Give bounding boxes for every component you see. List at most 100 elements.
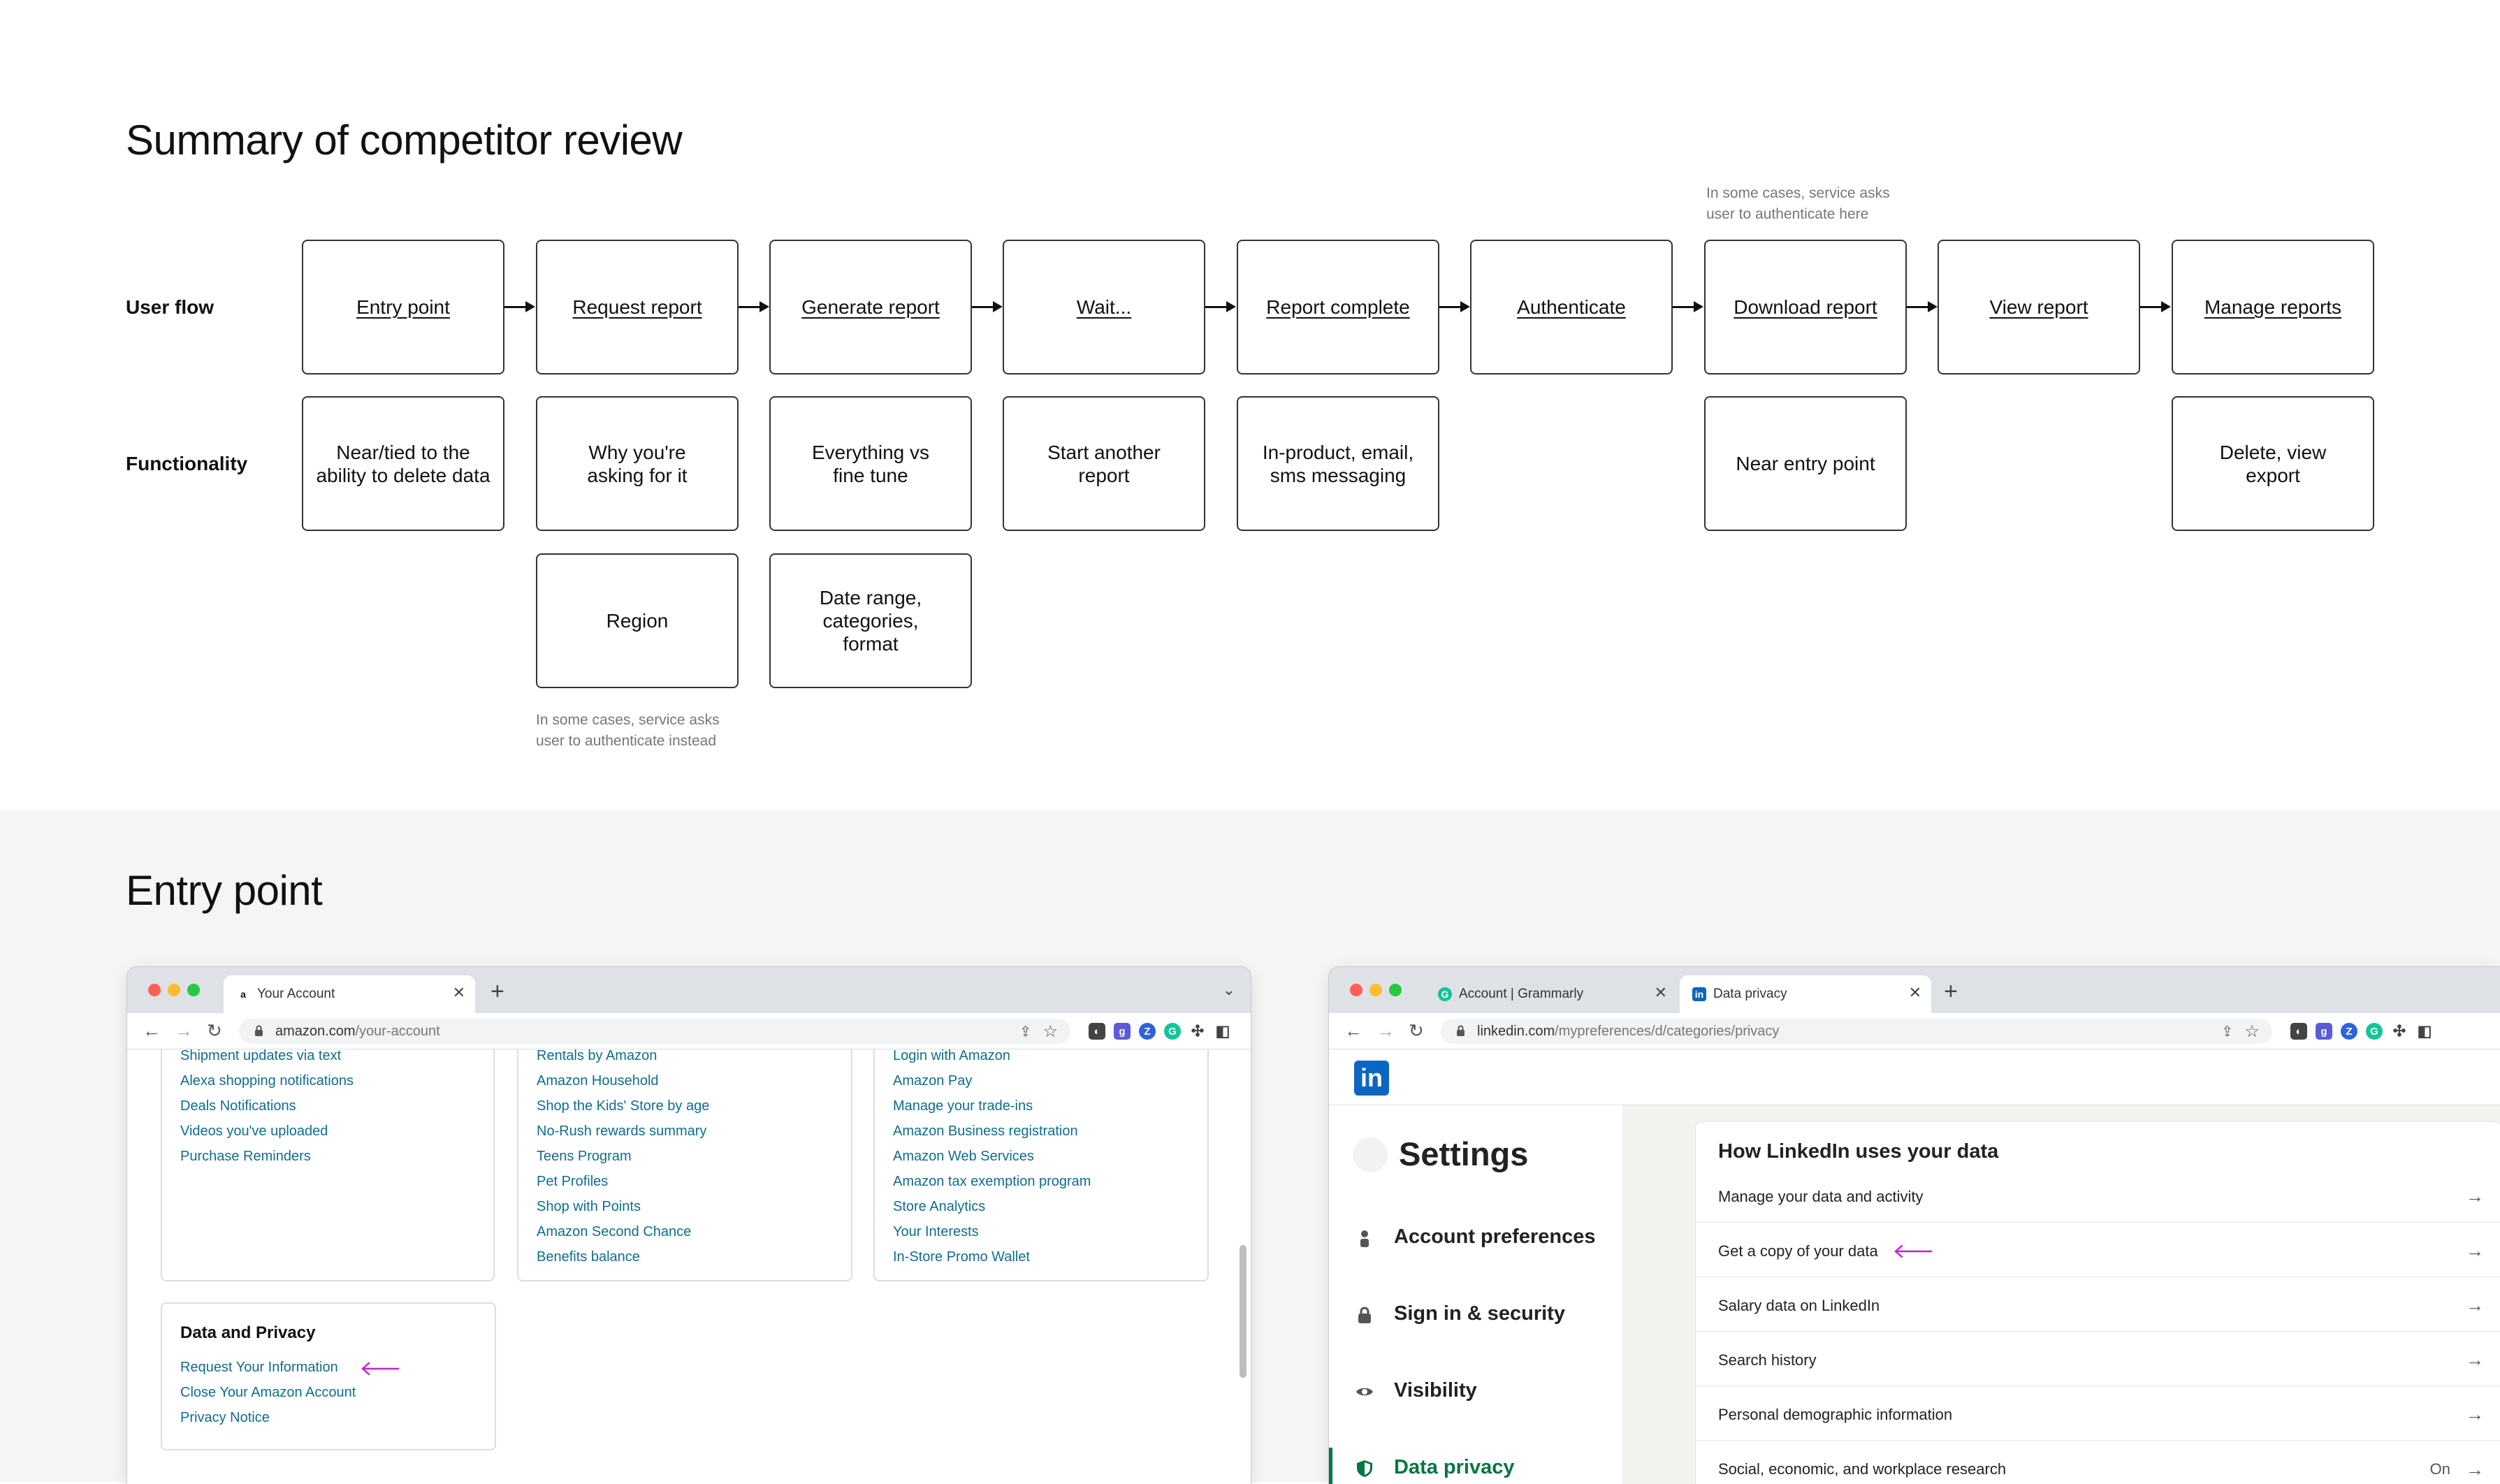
func-complete-messaging: In-product, email, sms messaging — [1237, 396, 1439, 531]
list-item-demographic-info[interactable]: Personal demographic information → — [1696, 1389, 2500, 1441]
account-link[interactable]: Amazon Household — [537, 1073, 659, 1089]
puzzle-extensions-icon[interactable]: ✣ — [2392, 1022, 2406, 1040]
account-link[interactable]: Manage your trade-ins — [893, 1098, 1033, 1114]
account-link[interactable]: Videos you've uploaded — [180, 1123, 328, 1139]
sidebar-panel-icon[interactable]: ◧ — [1215, 1022, 1230, 1040]
tab-data-privacy[interactable]: in Data privacy ✕ — [1680, 975, 1931, 1013]
new-tab-icon[interactable]: + — [490, 978, 504, 1005]
scrollbar-thumb[interactable] — [1240, 1245, 1247, 1378]
account-link[interactable]: Shipment updates via text — [180, 1049, 342, 1063]
close-tab-icon[interactable]: ✕ — [452, 984, 465, 1001]
grammarly-icon[interactable]: G — [2366, 1023, 2383, 1040]
close-window-dot[interactable] — [1350, 984, 1362, 996]
grammarly-icon[interactable]: G — [1164, 1023, 1181, 1040]
url-field[interactable]: amazon.com/your-account ⇪ ☆ — [239, 1019, 1070, 1044]
bookmark-star-icon[interactable]: ☆ — [2244, 1021, 2260, 1041]
extension-icon[interactable]: Z — [2341, 1023, 2357, 1040]
account-link[interactable]: Shop with Points — [537, 1199, 641, 1214]
back-arrow-icon[interactable]: ← — [1344, 1020, 1362, 1041]
bookmark-star-icon[interactable]: ☆ — [1042, 1021, 1058, 1041]
extension-icon[interactable]: g — [2316, 1023, 2332, 1040]
url-path: /your-account — [355, 1023, 440, 1039]
close-tab-icon[interactable]: ✕ — [1908, 984, 1921, 1001]
account-link[interactable]: Shop the Kids' Store by age — [537, 1098, 710, 1114]
list-item-get-copy-of-data[interactable]: Get a copy of your data → — [1696, 1225, 2500, 1277]
account-link[interactable]: Login with Amazon — [893, 1049, 1010, 1063]
maximize-window-dot[interactable] — [1389, 984, 1402, 996]
close-tab-icon[interactable]: ✕ — [1654, 984, 1667, 1001]
arrow-right-icon: → — [2466, 1186, 2484, 1207]
extension-icon[interactable]: g — [1114, 1023, 1131, 1040]
func-label: Date range, categories, format — [819, 587, 922, 655]
row-label-functionality: Functionality — [126, 453, 248, 474]
entry-point-section: Entry point a Your Account ✕ + ⌄ ← → ↻ a… — [0, 810, 2500, 1484]
request-your-information-link[interactable]: Request Your Information — [180, 1360, 338, 1375]
puzzle-extensions-icon[interactable]: ✣ — [1191, 1022, 1205, 1040]
account-link[interactable]: Rentals by Amazon — [537, 1049, 657, 1063]
list-item-search-history[interactable]: Search history → — [1696, 1334, 2500, 1386]
extension-icon[interactable]: Z — [1139, 1023, 1156, 1040]
forward-arrow-icon[interactable]: → — [175, 1020, 193, 1041]
new-tab-icon[interactable]: + — [1944, 978, 1958, 1005]
account-link[interactable]: Deals Notifications — [180, 1098, 296, 1114]
list-item-manage-data[interactable]: Manage your data and activity → — [1696, 1171, 2500, 1223]
account-link[interactable]: Store Analytics — [893, 1199, 986, 1214]
account-link[interactable]: Pet Profiles — [537, 1174, 609, 1189]
share-icon[interactable]: ⇪ — [2221, 1024, 2233, 1040]
data-and-privacy-title: Data and Privacy — [180, 1323, 316, 1342]
list-item-label: Personal demographic information — [1718, 1405, 1953, 1423]
flow-step-label: Authenticate — [1517, 296, 1626, 318]
account-link[interactable]: Alexa shopping notifications — [180, 1073, 354, 1089]
avatar[interactable] — [1353, 1137, 1388, 1172]
func-request-reason: Why you're asking for it — [536, 396, 739, 531]
tab-grammarly-account[interactable]: G Account | Grammarly ✕ — [1425, 975, 1677, 1013]
func-label: Why you're asking for it — [587, 441, 688, 486]
func-manage-actions: Delete, view export — [2172, 396, 2374, 531]
sidebar-item-data-privacy[interactable]: Data privacy — [1394, 1456, 1515, 1478]
back-arrow-icon[interactable]: ← — [143, 1020, 161, 1041]
flow-step-request-report: Request report — [536, 240, 739, 374]
account-link[interactable]: No-Rush rewards summary — [537, 1123, 707, 1139]
account-link[interactable]: Benefits balance — [537, 1249, 640, 1265]
minimize-window-dot[interactable] — [1369, 984, 1382, 996]
account-link[interactable]: Purchase Reminders — [180, 1149, 311, 1164]
account-link[interactable]: Amazon tax exemption program — [893, 1174, 1091, 1189]
extension-icon[interactable]: ◐ — [1089, 1023, 1105, 1040]
sidebar-panel-icon[interactable]: ◧ — [2417, 1022, 2432, 1040]
flow-arrow — [1907, 301, 1938, 312]
close-account-link[interactable]: Close Your Amazon Account — [180, 1385, 356, 1400]
settings-title: Settings — [1399, 1135, 1529, 1172]
reload-icon[interactable]: ↻ — [207, 1020, 222, 1041]
amazon-favicon-icon: a — [240, 989, 246, 1000]
reload-icon[interactable]: ↻ — [1409, 1020, 1424, 1041]
account-link[interactable]: Amazon Web Services — [893, 1149, 1034, 1164]
account-link[interactable]: Amazon Second Chance — [537, 1224, 692, 1239]
tab-search-chevron-icon[interactable]: ⌄ — [1222, 981, 1235, 998]
linkedin-logo-icon[interactable]: in — [1354, 1061, 1389, 1096]
share-icon[interactable]: ⇪ — [1019, 1024, 1031, 1040]
privacy-notice-link[interactable]: Privacy Notice — [180, 1410, 270, 1425]
entry-point-title: Entry point — [126, 867, 323, 914]
account-link[interactable]: Amazon Pay — [893, 1073, 973, 1089]
account-link[interactable]: Your Interests — [893, 1224, 979, 1239]
list-item-workplace-research[interactable]: Social, economic, and workplace research… — [1696, 1443, 2500, 1484]
tab-title: Account | Grammarly — [1459, 987, 1584, 1001]
sidebar-item-sign-in-security[interactable]: Sign in & security — [1394, 1302, 1565, 1325]
account-link[interactable]: In-Store Promo Wallet — [893, 1249, 1030, 1265]
account-link[interactable]: Teens Program — [537, 1149, 632, 1164]
minimize-window-dot[interactable] — [168, 984, 180, 996]
maximize-window-dot[interactable] — [187, 984, 200, 996]
flow-step-download-report: Download report — [1704, 240, 1907, 374]
func-download-location: Near entry point — [1704, 396, 1907, 531]
account-link[interactable]: Amazon Business registration — [893, 1123, 1078, 1139]
tab-your-account[interactable]: a Your Account ✕ — [224, 975, 475, 1013]
extension-icon[interactable]: ◐ — [2290, 1023, 2307, 1040]
list-item-salary-data[interactable]: Salary data on LinkedIn → — [1696, 1280, 2500, 1332]
forward-arrow-icon[interactable]: → — [1376, 1020, 1395, 1041]
list-item-label: Salary data on LinkedIn — [1718, 1296, 1880, 1314]
close-window-dot[interactable] — [148, 984, 161, 996]
url-field[interactable]: linkedin.com/mypreferences/d/categories/… — [1441, 1019, 2272, 1044]
sidebar-item-visibility[interactable]: Visibility — [1394, 1379, 1477, 1402]
eye-icon — [1356, 1388, 1373, 1396]
sidebar-item-account-preferences[interactable]: Account preferences — [1394, 1225, 1596, 1248]
